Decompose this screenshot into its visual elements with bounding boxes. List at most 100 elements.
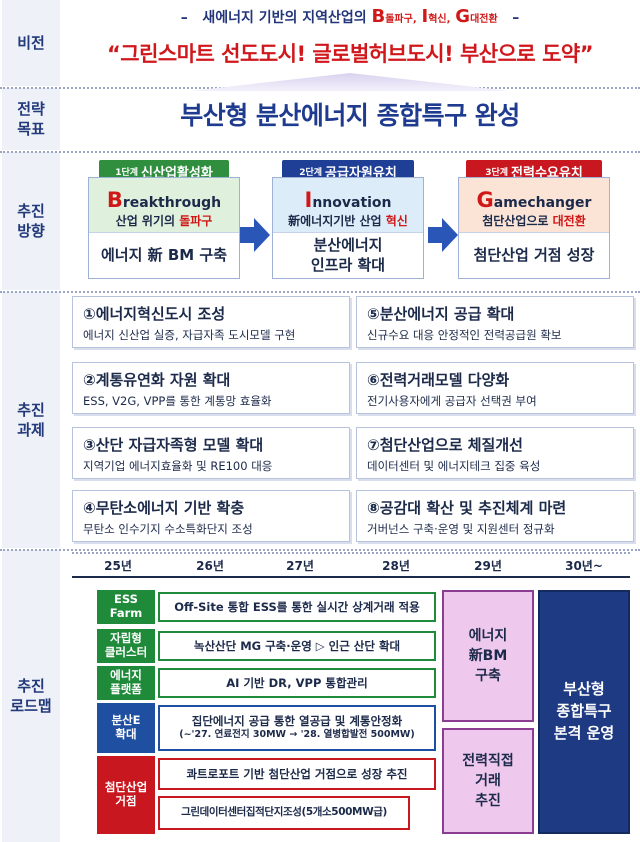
vision-sub-prefix: 새에너지 기반의 지역산업의 <box>202 10 367 26</box>
vision-g-letter: G <box>455 6 471 27</box>
stage-outcome: 에너지 新 BM 구축 <box>89 232 239 278</box>
year-label: 29년 <box>474 559 502 573</box>
stage-keyword: Innovation <box>304 188 391 212</box>
timeline-divider <box>72 552 630 554</box>
roadmap-item: 녹산산단 MG 구축·운영 ▷ 인근 산단 확대 <box>158 631 436 661</box>
roadmap-item: 콰트로포트 기반 첨단산업 거점으로 성장 추진 <box>158 758 436 790</box>
stage-keyword: Gamechanger <box>477 188 592 212</box>
year-label: 25년 <box>104 559 132 573</box>
roadmap-item: 그린데이터센터집적단지조성(5개소500MW급) <box>158 796 410 830</box>
task-description: 데이터센터 및 에너지테크 집중 육성 <box>367 459 541 473</box>
task-description: 지역기업 에너지효율화 및 RE100 대응 <box>83 459 273 473</box>
roadmap-item: 집단에너지 공급 통한 열공급 및 계통안정화(~'27. 연료전지 30MW … <box>158 705 436 751</box>
task-title: ③산단 자급자족형 모델 확대 <box>83 436 264 454</box>
roadmap-sub-label: 자립형 클러스터 <box>97 629 155 663</box>
roadmap-item: AI 기반 DR, VPP 통합관리 <box>158 668 436 698</box>
category-tasks: 추진 과제 <box>2 292 60 548</box>
task-description: 거버넌스 구축·운영 및 지원센터 정규화 <box>367 522 555 536</box>
stage-tag-label: 신산업활성화 <box>141 165 213 181</box>
vision-b-letter: B <box>371 6 386 27</box>
stage-desc-accent: 혁신 <box>385 213 408 228</box>
task-title: ⑥전력거래모델 다양화 <box>367 371 510 389</box>
task-description: 에너지 신산업 실증, 자급자족 도시모델 구현 <box>83 328 296 342</box>
roadmap-sub-label: 첨단산업 거점 <box>97 756 155 834</box>
right-arrow-icon <box>428 218 458 252</box>
category-direction: 추진 방향 <box>2 152 60 290</box>
vision-subtitle: – 새에너지 기반의 지역산업의 B돌파구, I혁신, G대전환 – <box>70 6 630 27</box>
roadmap-sub-label: 에너지 플랫폼 <box>97 666 155 700</box>
vision-slogan: “그린스마트 선도도시! 글로벌허브도시! 부산으로 도약” <box>106 42 594 66</box>
stage-keyword-rest: reakthrough <box>122 194 222 211</box>
year-label: 30년~ <box>565 559 603 573</box>
task-description: 전기사용자에게 공급자 선택권 부여 <box>367 394 537 408</box>
roadmap-item: Off-Site 통합 ESS를 통한 실시간 상계거래 적용 <box>158 592 436 622</box>
stage-desc-accent: 대전환 <box>552 213 586 228</box>
stage-tag-label: 공급자원유치 <box>325 165 397 181</box>
stage-level: 1단계 <box>115 167 139 178</box>
year-label: 28년 <box>382 559 410 573</box>
stage-keyword-initial: I <box>304 187 313 212</box>
stage-level: 2단계 <box>299 167 323 178</box>
stage-desc-prefix: 첨단산업으로 <box>482 213 553 228</box>
stage-keyword-initial: B <box>106 187 123 212</box>
milestone-new-bm: 에너지 新BM 구축 <box>442 590 534 722</box>
stage-keyword-desc: 첨단산업으로 대전환 <box>482 212 586 229</box>
vision-g-word: 대전환 <box>470 14 498 25</box>
stage-outcome: 분산에너지 인프라 확대 <box>273 232 423 278</box>
category-roadmap: 추진 로드맵 <box>2 550 60 842</box>
year-label: 26년 <box>196 559 224 573</box>
dash-icon: – <box>180 10 198 26</box>
vision-b-word: 돌파구, <box>385 14 417 25</box>
task-title: ⑤분산에너지 공급 확대 <box>367 305 515 323</box>
stage-keyword-desc: 산업 위기의 돌파구 <box>116 212 213 229</box>
stage-tag-label: 전력수요유치 <box>511 165 583 181</box>
up-arrow-icon <box>190 73 510 91</box>
roadmap-item-text: 집단에너지 공급 통한 열공급 및 계통안정화 <box>191 714 403 729</box>
strategic-goal: 부산형 분산에너지 종합특구 완성 <box>180 101 520 130</box>
divider <box>0 549 640 551</box>
task-title: ⑦첨단산업으로 체질개선 <box>367 436 523 454</box>
task-title: ④무탄소에너지 기반 확충 <box>83 499 245 517</box>
stage-keyword-desc: 新에너지기반 산업 혁신 <box>288 212 408 229</box>
vision-i-word: 혁신, <box>428 14 451 25</box>
divider <box>0 291 640 293</box>
task-description: 신규수요 대응 안정적인 전력공급원 확보 <box>367 328 562 342</box>
group-label-demand: 수 요 <box>77 779 89 809</box>
stage-desc-prefix: 新에너지기반 산업 <box>288 213 386 228</box>
stage-keyword: Breakthrough <box>107 188 221 212</box>
divider <box>0 151 640 153</box>
milestone-direct-trade: 전력직접 거래 추진 <box>442 728 534 834</box>
dash-icon: – <box>502 10 520 26</box>
category-goal: 전략 목표 <box>2 88 60 150</box>
right-arrow-icon <box>240 218 270 252</box>
stage-desc-accent: 돌파구 <box>179 213 213 228</box>
roadmap-item-note: (~'27. 연료전지 30MW → '28. 열병합발전 500MW) <box>179 729 415 741</box>
milestone-full-operation: 부산형 종합특구 본격 운영 <box>538 590 630 834</box>
task-description: ESS, V2G, VPP를 통한 계통망 효율화 <box>83 394 272 408</box>
task-description: 무탄소 인수기지 수소특화단지 조성 <box>83 522 253 536</box>
stage-outcome: 첨단산업 거점 성장 <box>459 232 609 278</box>
group-label-supply: 공 급 <box>77 712 89 742</box>
vision-i-letter: I <box>421 6 429 27</box>
stage-desc-prefix: 산업 위기의 <box>115 213 180 228</box>
stage-level: 3단계 <box>485 167 509 178</box>
roadmap-sub-label: 분산E 확대 <box>97 703 155 753</box>
roadmap-sub-label: ESS Farm <box>97 590 155 624</box>
